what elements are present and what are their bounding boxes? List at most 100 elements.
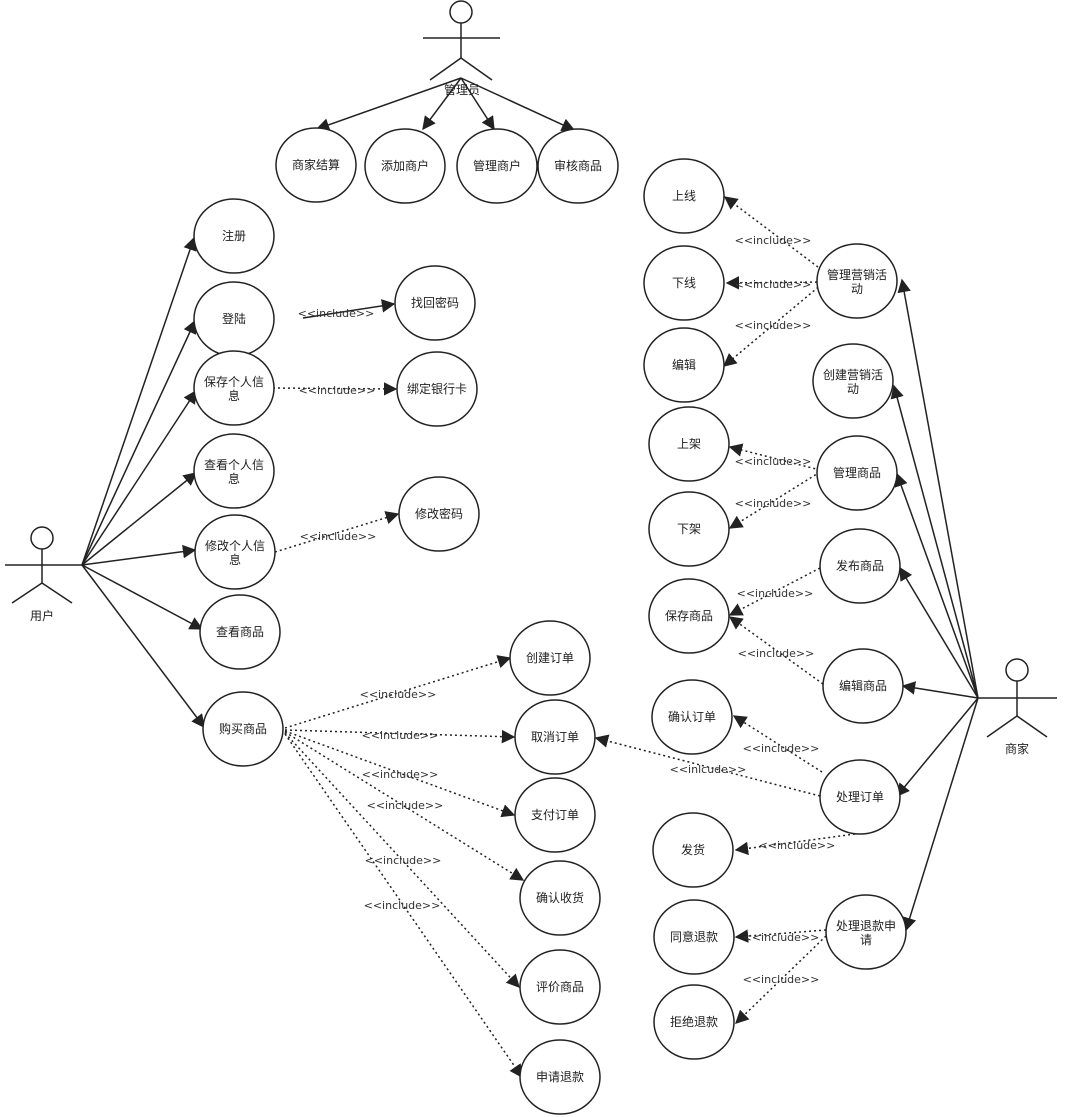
uc-label: 查看商品 — [216, 624, 264, 639]
assoc-merchant-manage-mkt — [897, 278, 979, 699]
uc-label: 保存个人信 — [204, 375, 264, 389]
uc-modify-info[interactable] — [194, 514, 276, 590]
assoc-user-register — [81, 236, 197, 566]
include-label: <<include>> — [300, 530, 377, 543]
inc-process-cancel — [594, 734, 821, 797]
uc-register[interactable] — [193, 198, 275, 274]
uc-label: 添加商户 — [381, 158, 429, 173]
include-label: <<include>> — [759, 839, 836, 852]
assoc-user-modify — [81, 544, 197, 566]
uc-label: 找回密码 — [411, 295, 459, 310]
assoc-admin-add — [422, 77, 462, 131]
assoc-admin-manage — [460, 77, 495, 131]
uc-manage-merchant[interactable] — [456, 128, 538, 204]
uc-confirm-receipt[interactable] — [519, 860, 601, 936]
inc-process-confirm — [732, 715, 823, 773]
uc-label: 创建订单 — [526, 651, 574, 665]
uc-modify-password[interactable] — [398, 476, 480, 552]
uc-label: 申请退款 — [536, 1070, 584, 1084]
uc-unshelve[interactable] — [648, 491, 730, 567]
uc-create-order[interactable] — [509, 620, 591, 696]
include-label: <<include>> — [298, 307, 375, 320]
include-label-typo: <<inlcude>> — [670, 763, 747, 776]
uc-view-info[interactable] — [193, 433, 275, 509]
include-lines — [272, 196, 856, 1079]
uc-save-goods[interactable] — [648, 578, 730, 654]
uc-pay-order[interactable] — [514, 777, 596, 853]
include-label: <<include>> — [299, 384, 376, 397]
uc-manage-goods[interactable] — [816, 435, 898, 511]
include-label: <<include>> — [735, 319, 812, 332]
inc-refund-agree — [734, 929, 827, 943]
uc-review-product[interactable] — [519, 949, 601, 1025]
uc-label: 确认收货 — [536, 890, 584, 905]
uc-offline[interactable] — [643, 245, 725, 321]
uc-label: 管理商户 — [473, 158, 521, 173]
uc-label: 发布商品 — [836, 558, 884, 573]
inc-mkt-offline — [725, 276, 823, 290]
uc-bind-card[interactable] — [396, 351, 478, 427]
uc-view-goods[interactable] — [199, 594, 281, 670]
uc-ship[interactable] — [652, 812, 734, 888]
uc-process-refund[interactable] — [825, 894, 907, 970]
uc-shelve[interactable] — [648, 406, 730, 482]
uc-review-goods[interactable] — [537, 128, 619, 204]
include-label: <<include>> — [737, 587, 814, 600]
uc-merchant-settlement[interactable] — [275, 127, 357, 203]
uc-confirm-order[interactable] — [651, 679, 733, 755]
include-label: <<include>> — [364, 899, 441, 912]
uc-apply-refund[interactable] — [519, 1039, 601, 1115]
uc-label: 息 — [229, 552, 241, 567]
uc-find-password[interactable] — [394, 265, 476, 341]
uc-agree-refund[interactable] — [653, 899, 735, 975]
assoc-admin-review — [460, 77, 576, 132]
inc-goods-shelve — [728, 443, 821, 471]
uc-label: 处理退款申 — [836, 919, 896, 933]
uc-label: 拒绝退款 — [670, 1014, 718, 1029]
uc-label: 上线 — [672, 189, 696, 203]
uc-label: 商家结算 — [292, 157, 340, 172]
inc-buy-create — [284, 655, 512, 729]
uc-label: 绑定银行卡 — [407, 381, 467, 396]
uc-label: 取消订单 — [531, 730, 579, 744]
uc-online[interactable] — [643, 158, 725, 234]
include-label: <<include>> — [362, 729, 439, 742]
include-label: <<include>> — [743, 742, 820, 755]
assoc-merchant-edit-goods — [901, 681, 979, 699]
uc-reject-refund[interactable] — [653, 984, 735, 1060]
uc-save-info[interactable] — [193, 350, 275, 426]
uc-cancel-order[interactable] — [514, 699, 596, 775]
uc-add-merchant[interactable] — [364, 128, 446, 204]
uc-label: 查看个人信 — [204, 458, 264, 472]
include-label: <<include>> — [735, 455, 812, 468]
inc-buy-pay — [284, 730, 516, 818]
uc-label: 注册 — [222, 228, 246, 243]
uc-label: 上架 — [677, 437, 701, 451]
include-label: <<include>> — [735, 497, 812, 510]
uc-publish-goods[interactable] — [819, 528, 901, 604]
uc-buy-goods[interactable] — [202, 691, 284, 767]
use-case-labels: 商家结算 添加商户 管理商户 审核商品 注册 登陆 找回密码 保存个人信 息 绑… — [204, 157, 896, 1084]
include-label: <<include>> — [365, 854, 442, 867]
uc-edit-goods[interactable] — [822, 648, 904, 724]
uc-label: 登陆 — [222, 311, 246, 326]
uc-process-order[interactable] — [819, 759, 901, 835]
inc-mkt-online — [723, 196, 823, 271]
uc-label: 创建营销活 — [823, 368, 883, 382]
assoc-user-login — [81, 319, 197, 566]
uc-manage-marketing[interactable] — [816, 243, 898, 319]
uc-label: 下线 — [672, 276, 696, 290]
actor-user-label: 用户 — [30, 608, 54, 623]
uc-edit[interactable] — [643, 327, 725, 403]
uc-label: 支付订单 — [531, 808, 579, 822]
uc-create-marketing[interactable] — [812, 343, 894, 419]
uc-label: 修改密码 — [415, 506, 463, 521]
uc-label: 息 — [228, 471, 240, 486]
uc-label: 修改个人信 — [205, 538, 265, 553]
uc-label: 处理订单 — [836, 790, 884, 804]
assoc-merchant-publish — [899, 566, 979, 699]
uc-label: 确认订单 — [668, 710, 716, 724]
assoc-merchant-create-mkt — [890, 384, 979, 699]
assoc-merchant-manage-goods — [894, 472, 979, 699]
